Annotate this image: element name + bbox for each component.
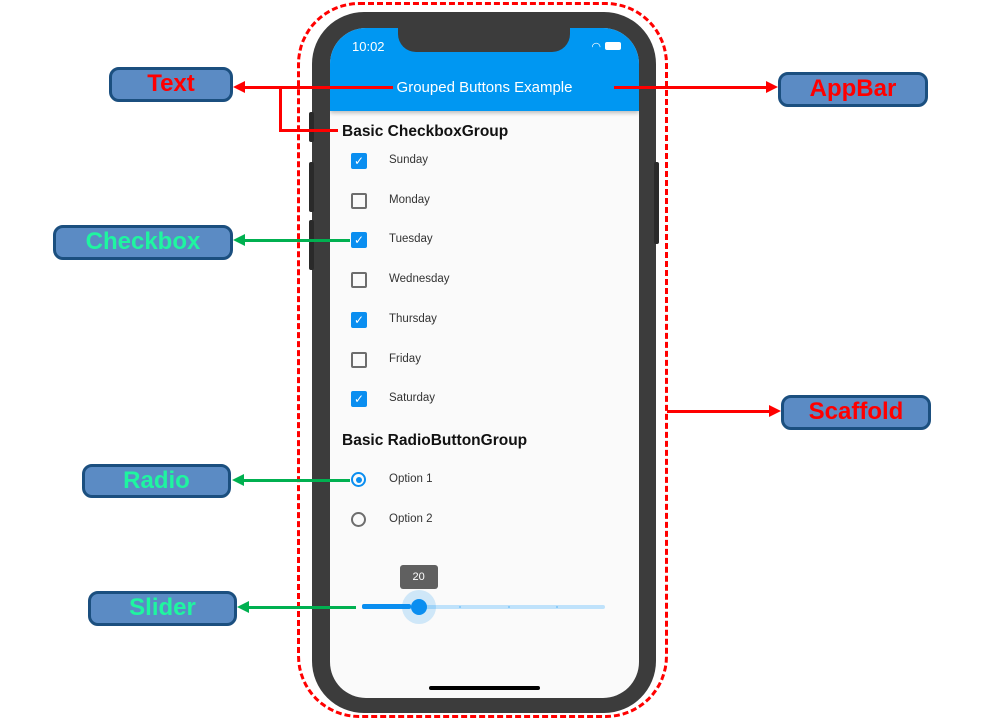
arrow-head [233, 81, 245, 93]
appbar-title: Grouped Buttons Example [396, 79, 573, 96]
arrow-line [243, 239, 350, 242]
arrow-head [237, 601, 249, 613]
checkbox-label: Monday [389, 193, 430, 206]
phone-side-button [309, 162, 314, 212]
arrow-line [240, 86, 393, 89]
phone-screen: 10:02 ◠ Grouped Buttons Example Basic Ch… [330, 28, 639, 698]
checkbox-label: Saturday [389, 392, 436, 405]
arrow-line [247, 606, 356, 609]
checkbox-group-header: Basic CheckboxGroup [342, 123, 509, 140]
slider-tick [459, 606, 462, 608]
arrow-line [279, 129, 338, 132]
checkbox-saturday[interactable]: ✓ [351, 391, 367, 408]
scaffold-outline [297, 2, 668, 718]
phone-side-button [654, 162, 659, 244]
phone-side-button [309, 112, 314, 142]
annotation-checkbox: Checkbox [53, 225, 233, 260]
slider-tick [507, 606, 510, 608]
radio-option-2[interactable] [351, 511, 366, 527]
checkbox-sunday[interactable]: ✓ [351, 153, 367, 169]
radio-label: Option 1 [389, 473, 433, 485]
arrow-head [232, 474, 244, 486]
checkbox-thursday[interactable]: ✓ [351, 311, 367, 328]
status-time: 10:02 [352, 39, 385, 54]
arrow-line [242, 479, 350, 482]
checkbox-label: Sunday [389, 154, 429, 166]
annotation-scaffold: Scaffold [781, 395, 931, 430]
slider-value-label: 20 [399, 565, 438, 589]
checkbox-label: Tuesday [389, 233, 433, 246]
annotation-slider: Slider [88, 591, 237, 626]
arrow-line [614, 86, 768, 89]
annotation-radio: Radio [82, 464, 231, 498]
annotation-appbar: AppBar [778, 72, 928, 107]
checkbox-friday[interactable] [351, 351, 367, 368]
slider-tick [556, 606, 559, 608]
radio-option-1[interactable] [351, 472, 366, 487]
arrow-line [667, 410, 771, 413]
radio-group-header: Basic RadioButtonGroup [342, 432, 528, 449]
annotation-text: Text [109, 67, 233, 102]
notch [398, 28, 570, 52]
battery-icon [605, 42, 621, 50]
checkbox-label: Thursday [389, 312, 437, 325]
arrow-head [766, 81, 778, 93]
arrow-head [769, 405, 781, 417]
slider-track [362, 605, 605, 609]
checkbox-wednesday[interactable] [351, 272, 367, 289]
checkbox-monday[interactable] [351, 192, 367, 209]
home-indicator [429, 686, 540, 690]
wifi-icon: ◠ [591, 41, 601, 53]
phone-side-button [309, 220, 314, 270]
arrow-head [233, 234, 245, 246]
slider-thumb[interactable] [410, 599, 427, 615]
slider[interactable]: 20 [362, 565, 605, 624]
checkbox-label: Friday [389, 352, 421, 365]
radio-label: Option 2 [389, 512, 433, 525]
checkbox-label: Wednesday [389, 273, 450, 286]
arrow-line [279, 86, 282, 132]
checkbox-tuesday[interactable]: ✓ [351, 232, 367, 249]
slider-active-track [362, 604, 411, 609]
